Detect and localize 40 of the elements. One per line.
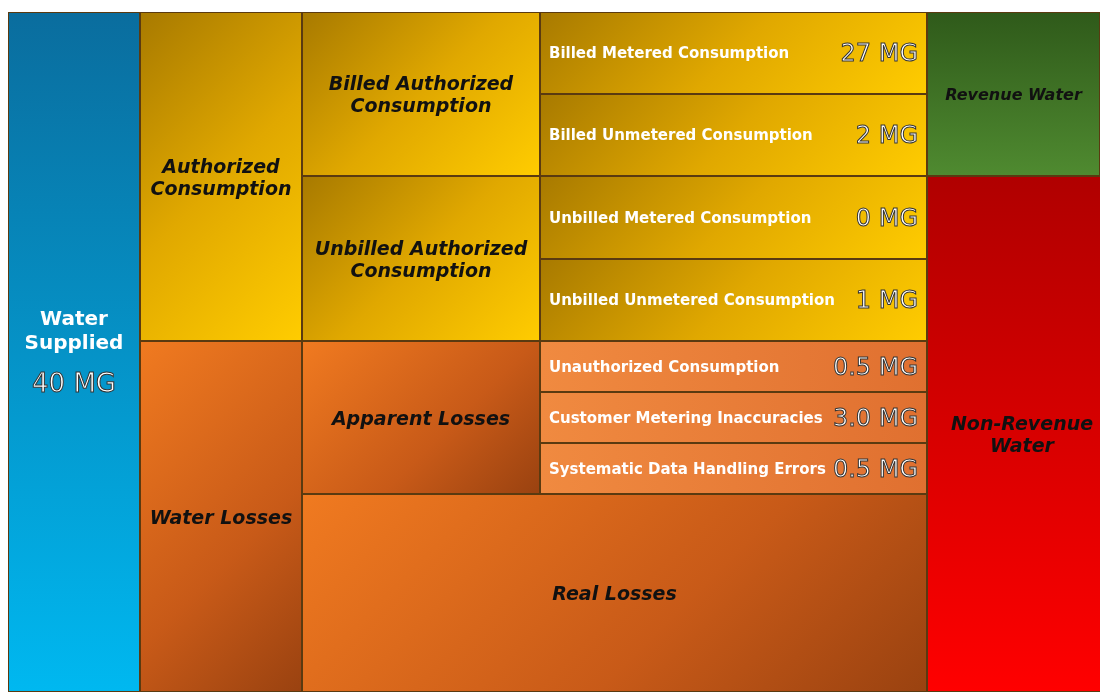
volume-value: 0.5 MG: [832, 352, 918, 381]
volume-value: 1 MG: [855, 286, 918, 314]
table-cell: [540, 12, 927, 94]
category-label: Billed Authorized Consumption: [327, 72, 515, 116]
volume-value: 40 MG: [32, 368, 116, 398]
category-label: Water Losses: [148, 505, 294, 528]
table-cell: [302, 341, 540, 494]
table-cell: [302, 494, 927, 692]
volume-value: 2 MG: [855, 121, 918, 149]
table-cell: [540, 341, 927, 392]
volume-value: 27 MG: [840, 39, 918, 67]
table-cell: [140, 12, 302, 341]
category-label: Authorized Consumption: [149, 154, 293, 199]
table-cell: [8, 12, 140, 692]
table-cell: [302, 176, 540, 341]
table-cell: [927, 176, 1100, 692]
category-label: Customer Metering Inaccuracies: [549, 408, 823, 427]
table-cell: [540, 94, 927, 176]
table-cell: [140, 341, 302, 692]
table-cell: [540, 443, 927, 494]
table-cell: [540, 176, 927, 259]
category-label: Systematic Data Handling Errors: [549, 459, 826, 478]
table-cell: [540, 392, 927, 443]
volume-value: 0.5 MG: [832, 454, 918, 483]
category-label: Unbilled Unmetered Consumption: [549, 291, 835, 309]
category-label: Billed Unmetered Consumption: [549, 126, 813, 144]
category-label: Apparent Losses: [330, 406, 512, 429]
table-cell: [540, 259, 927, 341]
category-label: Real Losses: [551, 582, 678, 604]
category-label: Unauthorized Consumption: [549, 357, 780, 376]
category-label: Revenue Water: [944, 84, 1084, 104]
category-label: Billed Metered Consumption: [549, 44, 790, 62]
table-cell: [302, 12, 540, 176]
category-label: Unbilled Authorized Consumption: [313, 236, 529, 281]
category-label: Non-Revenue Water: [949, 412, 1095, 456]
table-cell: [927, 12, 1100, 176]
category-label: Water Supplied: [23, 306, 125, 354]
volume-value: 0 MG: [855, 203, 918, 232]
volume-value: 3.0 MG: [832, 403, 918, 432]
category-label: Unbilled Metered Consumption: [549, 208, 812, 227]
